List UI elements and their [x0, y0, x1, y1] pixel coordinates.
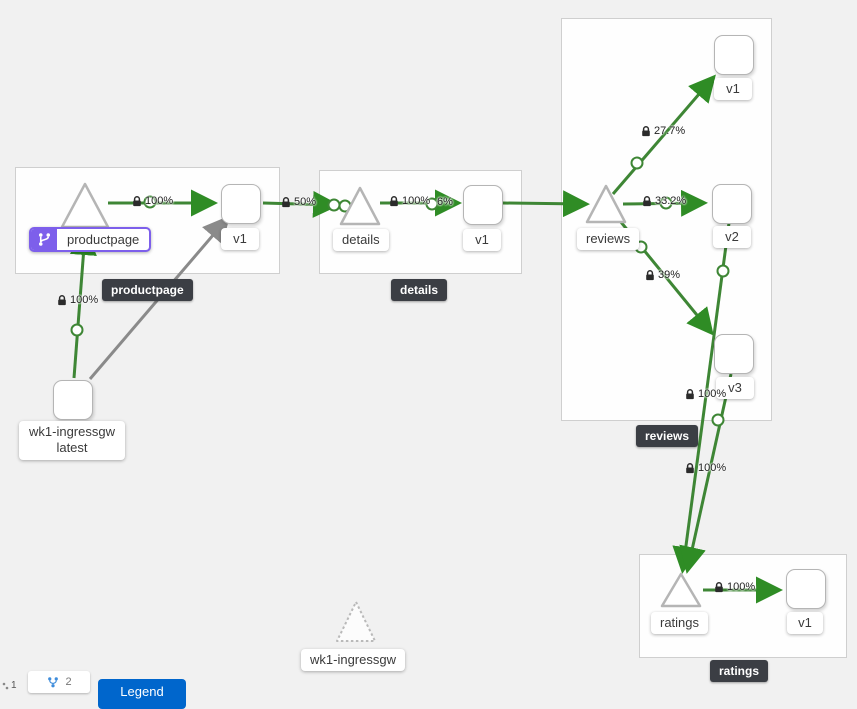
node-label-productpage-v1[interactable]: v1	[221, 228, 259, 251]
lock-icon	[282, 196, 290, 207]
lock-icon	[686, 462, 694, 473]
triangle-icon	[585, 184, 627, 224]
chip-count: 2	[65, 676, 72, 688]
lock-icon	[715, 581, 723, 592]
group-badge-reviews: reviews	[636, 425, 699, 447]
workload-version: latest	[56, 440, 88, 456]
node-label-reviews-v2[interactable]: v2	[713, 226, 751, 249]
legend-button[interactable]: Legend	[98, 679, 186, 709]
edge-label-ingressgw-to-productpage: 100%	[57, 294, 98, 306]
node-label-ingressgw-idle[interactable]: wk1-ingressgw	[301, 649, 405, 672]
node-details-service[interactable]	[338, 185, 382, 232]
node-ingressgw-latest[interactable]	[53, 380, 93, 420]
node-label-ratings[interactable]: ratings	[651, 612, 709, 635]
lock-icon	[642, 125, 650, 136]
node-label-ratings-v1[interactable]: v1	[787, 612, 823, 635]
triangle-icon	[339, 186, 381, 226]
node-reviews-v3[interactable]	[714, 334, 754, 374]
triangle-icon	[60, 182, 110, 229]
group-badge-ratings: ratings	[710, 660, 769, 682]
edge-label-reviews-to-v1: 27.7%	[641, 125, 685, 137]
traffic-point	[711, 413, 725, 427]
edge-label-productpage-to-v1: 100%	[132, 195, 173, 207]
edge-label-details-to-v1: 100%	[389, 195, 430, 207]
traffic-points	[70, 156, 730, 427]
node-label-details[interactable]: details	[333, 229, 389, 252]
edge-label-ratings-to-v1: 100%	[714, 581, 755, 593]
group-badge-details: details	[391, 279, 448, 301]
edge-productpage-v1-to-details[interactable]	[262, 190, 340, 218]
triangle-icon	[660, 572, 702, 608]
group-badge-productpage: productpage	[102, 279, 193, 301]
edge-ingressgw-to-productpage[interactable]	[69, 228, 97, 379]
workload-name: wk1-ingressgw	[29, 424, 115, 439]
traffic-point	[143, 195, 157, 209]
edge-label-productpage-v1-to-reviews: 6%	[437, 196, 453, 208]
lock-icon	[390, 195, 398, 206]
node-details-v1[interactable]	[463, 185, 503, 225]
node-label-reviews[interactable]: reviews	[577, 228, 640, 251]
edge-productpage-v1-to-reviews[interactable]	[502, 190, 590, 218]
lock-icon	[646, 269, 654, 280]
virtual-service-icon	[31, 229, 57, 250]
edge-label-reviews-to-v2: 33.2%	[642, 195, 686, 207]
node-ingressgw-idle-service[interactable]	[334, 598, 378, 649]
edge-label-productpage-v1-to-details: 50%	[281, 196, 316, 208]
node-label-reviews-v1[interactable]: v1	[714, 78, 752, 101]
branch-icon	[48, 676, 59, 687]
node-productpage-v1[interactable]	[221, 184, 261, 224]
node-label-productpage[interactable]: productpage	[29, 227, 152, 252]
edges-layer	[69, 74, 783, 604]
traffic-point	[659, 196, 673, 210]
lock-icon	[133, 195, 141, 206]
node-label-details-v1[interactable]: v1	[463, 229, 501, 252]
node-ratings-service[interactable]	[659, 571, 703, 614]
edge-reviews-to-v1[interactable]	[611, 74, 716, 195]
edge-reviews-v3-to-ratings[interactable]	[679, 373, 733, 574]
traffic-point	[630, 156, 644, 170]
traffic-point	[425, 197, 439, 211]
edge-label-reviews-v2-to-ratings: 100%	[685, 388, 726, 400]
node-reviews-v2[interactable]	[712, 184, 752, 224]
node-label-ingressgw-latest[interactable]: wk1-ingressgw latest	[19, 421, 125, 460]
graph-zoom-indicator: 1	[2, 680, 17, 691]
graph-type-chip[interactable]: 2	[28, 671, 90, 693]
edge-reviews-v2-to-ratings[interactable]	[672, 222, 731, 574]
edge-label-reviews-v3-to-ratings: 100%	[685, 462, 726, 474]
node-label-text: productpage	[67, 232, 140, 247]
node-reviews-service[interactable]	[584, 183, 628, 230]
edge-label-reviews-to-v3: 39%	[645, 269, 680, 281]
node-ratings-v1[interactable]	[786, 569, 826, 609]
traffic-point	[716, 264, 730, 278]
traffic-point	[70, 323, 84, 337]
lock-icon	[643, 195, 651, 206]
node-label-reviews-v3[interactable]: v3	[716, 377, 754, 400]
dashed-triangle-icon	[336, 601, 376, 642]
lock-icon	[686, 388, 694, 399]
node-reviews-v1[interactable]	[714, 35, 754, 75]
lock-icon	[58, 294, 66, 305]
mini-graph-icon	[2, 682, 9, 689]
